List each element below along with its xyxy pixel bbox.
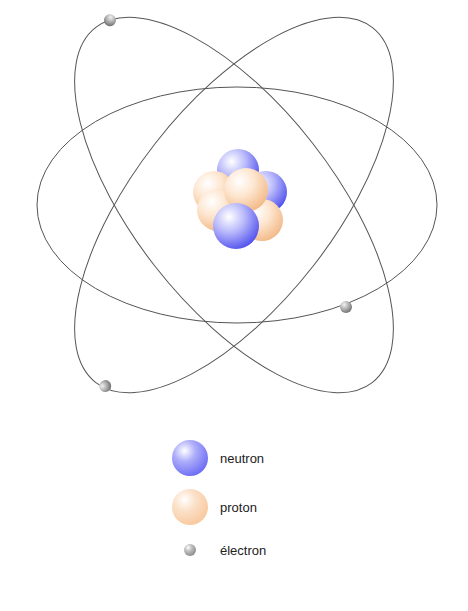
legend-swatch [184, 544, 196, 556]
orbit [17, 0, 452, 444]
electron-dot [102, 12, 119, 29]
legend-swatch [172, 489, 208, 525]
legend-label: neutron [220, 451, 264, 466]
legend-swatch-frame [170, 530, 214, 570]
legend-label: proton [220, 500, 257, 515]
orbit [17, 0, 452, 444]
legend-swatch [172, 440, 208, 476]
legend-swatch-frame [170, 487, 214, 527]
legend-label: électron [220, 543, 266, 558]
neutron-sphere [213, 203, 259, 249]
nucleus [193, 149, 287, 249]
electron-dot [340, 301, 352, 313]
electron-dot [97, 378, 114, 395]
legend-swatch-frame [170, 438, 214, 478]
orbit [37, 87, 437, 323]
